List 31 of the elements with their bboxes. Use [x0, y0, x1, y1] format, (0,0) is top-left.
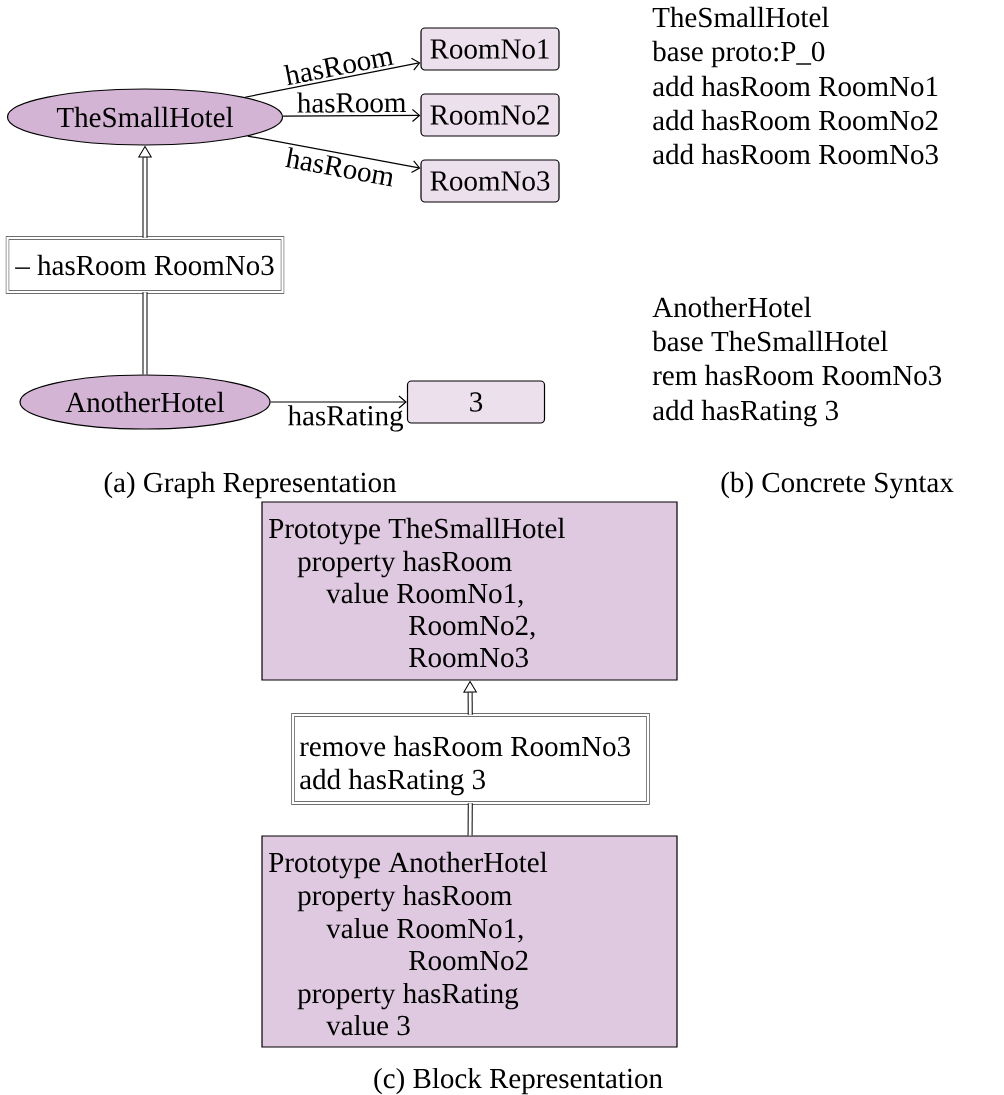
ellipse-node: TheSmallHotel	[6, 88, 284, 146]
code-line: base TheSmallHotel	[652, 330, 888, 352]
edge-label: hasRating	[287, 405, 403, 432]
value-box: RoomNo2	[420, 93, 560, 137]
arrow	[463, 681, 477, 715]
code-line: add hasRating 3	[653, 399, 838, 427]
prototype-block: Prototype AnotherHotel property hasRoom value RoomNo1, RoomNo2 property hasRating value 3	[261, 835, 678, 1048]
ellipse-node: AnotherHotel	[19, 374, 271, 430]
value-box: RoomNo1	[420, 27, 560, 71]
value-box: RoomNo3	[420, 159, 560, 203]
code-line: AnotherHotel	[652, 296, 812, 318]
code-line: add hasRoom RoomNo3	[653, 143, 938, 165]
value-box: 3	[406, 380, 546, 424]
edge-label: hasRoom	[297, 92, 406, 113]
change-box: remove hasRoom RoomNo3 add hasRating 3	[291, 713, 650, 805]
code-line: rem hasRoom RoomNo3	[652, 364, 942, 386]
prototype-block: Prototype TheSmallHotel property hasRoom value RoomNo1, RoomNo2, RoomNo3	[261, 501, 678, 681]
edge-label: hasRoom	[285, 146, 393, 187]
arrow	[247, 135, 421, 174]
code-line: base proto:P_0	[652, 40, 825, 68]
subfigure-caption: (b) Concrete Syntax	[721, 471, 954, 499]
edge-label: hasRoom	[283, 51, 395, 86]
code-line: TheSmallHotel	[652, 6, 829, 28]
code-line: add hasRoom RoomNo2	[653, 109, 938, 131]
change-box: – hasRoom RoomNo3	[5, 236, 285, 294]
subfigure-caption: (a) Graph Representation	[104, 471, 397, 499]
arrow	[244, 57, 421, 98]
code-line: add hasRoom RoomNo1	[653, 75, 938, 97]
arrow	[138, 146, 152, 238]
arrow	[270, 395, 407, 409]
arrow	[282, 108, 421, 123]
